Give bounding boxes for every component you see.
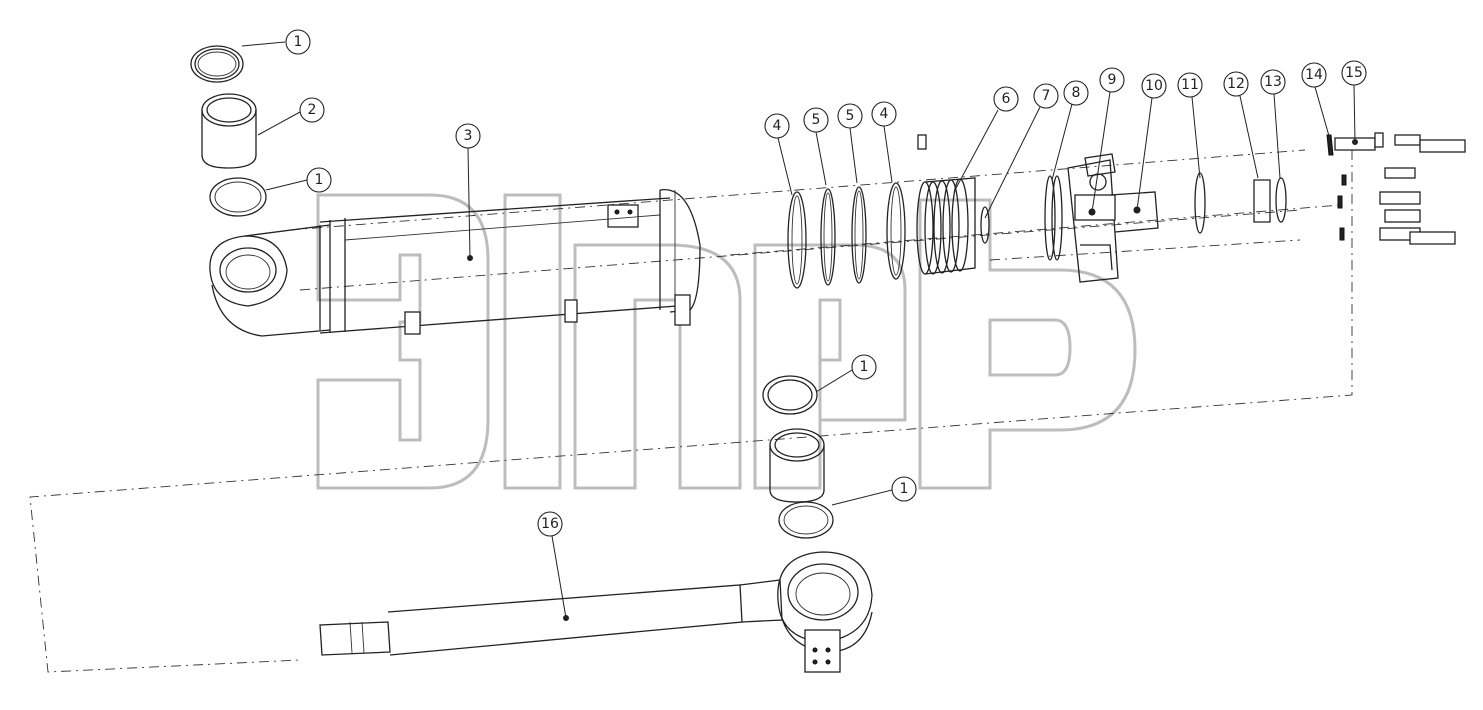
- balloon-1-bottom: 1: [831, 476, 917, 506]
- balloon-14: 14: [1301, 62, 1330, 137]
- part-6-gland: [916, 177, 976, 275]
- balloon-5-b: 5: [837, 103, 863, 184]
- balloon-5-a: 5: [803, 107, 829, 186]
- balloon-4-b: 4: [871, 101, 897, 183]
- balloon-label: 9: [1108, 72, 1117, 88]
- part-1-bottom-ring: [778, 501, 834, 539]
- balloon-label: 6: [1002, 91, 1011, 107]
- parts-9-10-piston: [1067, 153, 1159, 283]
- balloon-label: 7: [1042, 88, 1051, 104]
- balloon-label: 5: [812, 112, 821, 128]
- balloon-label: 12: [1227, 76, 1245, 92]
- balloon-3: 3: [455, 123, 481, 261]
- balloon-1-top: 1: [241, 29, 311, 55]
- parts-14-15-bolts: [1326, 132, 1466, 245]
- balloon-label: 10: [1145, 78, 1163, 94]
- balloon-8: 8: [1051, 80, 1089, 181]
- balloon-16: 16: [537, 511, 569, 621]
- balloon-12: 12: [1223, 71, 1259, 179]
- balloon-label: 1: [900, 481, 909, 497]
- balloon-label: 11: [1181, 77, 1199, 93]
- balloon-callouts: 1 2 1 3 4 5: [241, 29, 1367, 621]
- balloon-label: 1: [294, 34, 303, 50]
- balloon-label: 5: [846, 108, 855, 124]
- balloon-15: 15: [1341, 60, 1367, 145]
- assembly-centerlines: [29, 149, 1353, 673]
- watermark-letter-5: [918, 198, 1137, 490]
- balloon-label: 2: [308, 102, 317, 118]
- balloon-label: 13: [1264, 74, 1282, 90]
- watermark-letter-4: [753, 243, 907, 490]
- balloon-9: 9: [1089, 67, 1125, 215]
- small-bolt: [917, 134, 927, 150]
- balloon-label: 1: [860, 359, 869, 375]
- balloon-label: 15: [1345, 65, 1363, 81]
- watermark-letter-3: [573, 243, 742, 490]
- balloon-label: 4: [773, 118, 782, 134]
- balloon-4-a: 4: [764, 113, 793, 196]
- balloon-label: 8: [1072, 85, 1081, 101]
- watermark-letter-2: [503, 193, 562, 490]
- watermark-letter-1: [316, 193, 490, 490]
- balloon-13: 13: [1260, 69, 1286, 179]
- balloon-label: 14: [1305, 67, 1323, 83]
- balloon-10: 10: [1134, 73, 1167, 213]
- balloon-1-mid: 1: [265, 167, 332, 193]
- balloon-label: 1: [315, 172, 324, 188]
- balloon-6: 6: [954, 86, 1019, 191]
- part-1-top-ring: [190, 45, 244, 83]
- part-2-bushing: [201, 93, 257, 169]
- parts-4-5-seal-rings: [787, 182, 906, 289]
- part-1-mid-ring: [209, 177, 267, 217]
- balloon-7: 7: [984, 83, 1059, 219]
- part-11-ring: [1194, 172, 1206, 234]
- balloon-label: 16: [541, 516, 559, 532]
- balloon-2: 2: [257, 97, 325, 136]
- balloon-11: 11: [1177, 72, 1203, 179]
- balloon-label: 3: [464, 128, 473, 144]
- balloon-1-lower: 1: [815, 354, 877, 393]
- part-2-lower-bushing: [769, 428, 825, 503]
- part-1-lower-ring: [762, 375, 818, 415]
- parts-7-8: [980, 175, 1063, 261]
- part-16-rod: [319, 551, 873, 673]
- watermark-logo: [316, 193, 1137, 490]
- part-3-cylinder-tube: [209, 189, 701, 337]
- balloon-label: 4: [880, 106, 889, 122]
- parts-12-13: [1253, 177, 1287, 223]
